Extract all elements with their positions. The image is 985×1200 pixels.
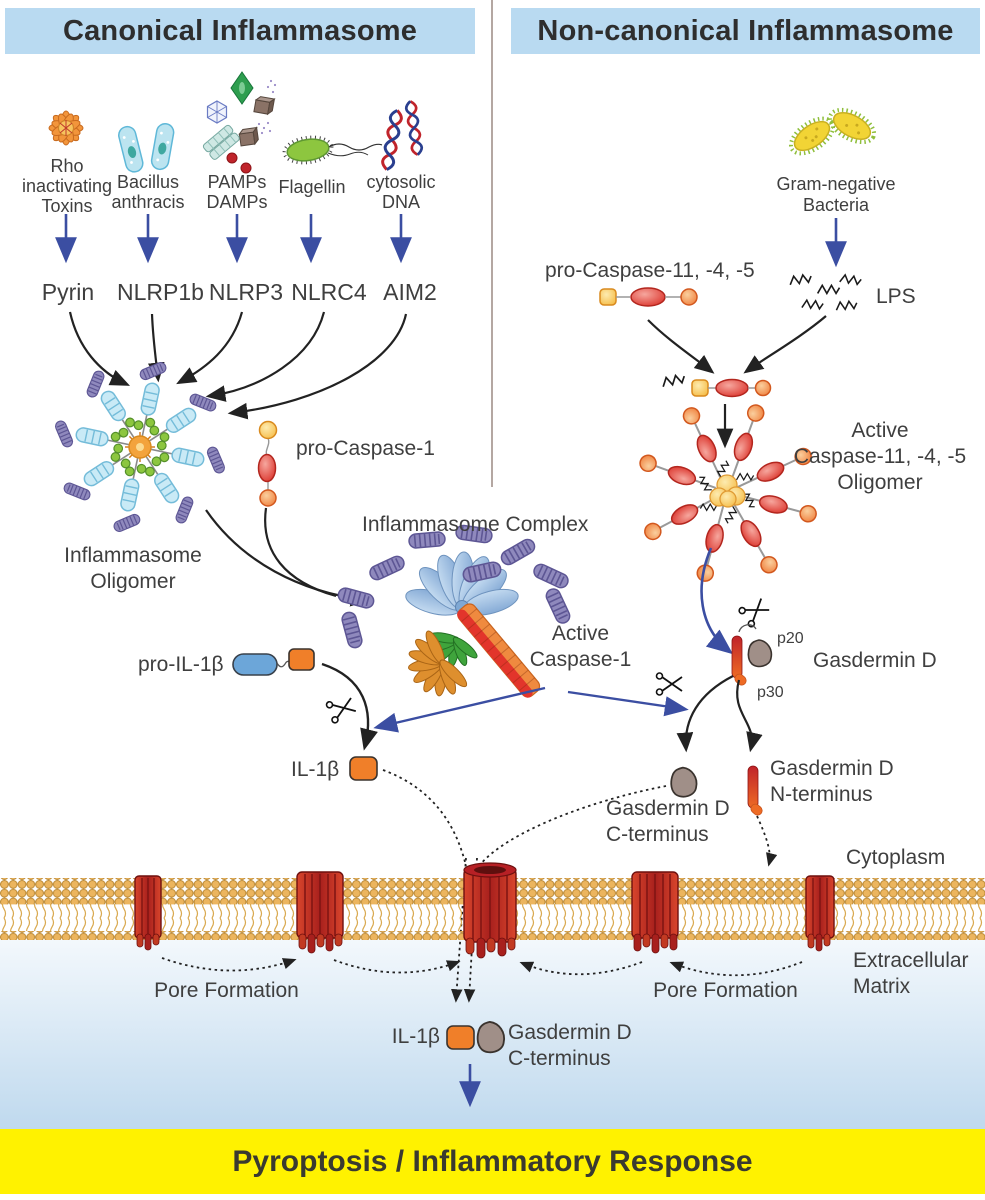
label-inflammasome-oligomer: Inflammasome Oligomer (64, 544, 202, 593)
label-cytoplasm: Cytoplasm (846, 846, 946, 869)
label-active-caspase-1: Active Caspase-1 (529, 622, 632, 671)
header-noncanonical-text: Non-canonical Inflammasome (537, 14, 954, 47)
caspase1-to-il1b-arrow (373, 686, 546, 733)
pro-caspase-1-icon (257, 420, 278, 507)
caspase1-to-gasdermin-arrow (567, 690, 689, 717)
label-gasdermin-c-terminus: Gasdermin D C-terminus (606, 797, 730, 846)
label-nlrp3: NLRP3 (208, 279, 284, 305)
pyroptosis-banner: Pyroptosis / Inflammatory Response (0, 1129, 985, 1194)
sensor-convergence-arrows (68, 311, 408, 420)
label-pro-caspase-11: pro-Caspase-11, -4, -5 (545, 259, 755, 282)
flagellin-icon (282, 135, 383, 165)
il1b-icon (349, 756, 378, 781)
pore-icon (134, 875, 162, 951)
gram-negative-bacteria-icon (788, 107, 877, 156)
gasdermin-d-icon (731, 624, 773, 688)
label-cytosolic-dna: cytosolic DNA (366, 172, 436, 212)
complex-assembly-arrows (205, 507, 371, 607)
active-caspase-1-filament (457, 603, 541, 698)
label-pyrin: Pyrin (41, 279, 95, 305)
header-noncanonical: Non-canonical Inflammasome (511, 8, 980, 54)
label-rho-toxins: Rho inactivating Toxins (21, 156, 113, 216)
inflammasome-oligomer-icon (49, 356, 230, 537)
scissors-icon (655, 672, 683, 696)
lps-caspase-complex-icon (660, 372, 772, 398)
label-extracellular-matrix: Extracellular Matrix (853, 949, 969, 998)
label-pro-caspase-1: pro-Caspase-1 (296, 437, 435, 460)
pore-icon (805, 875, 835, 952)
gasdermin-n-terminus-icon (747, 765, 765, 818)
il1b-cleavage-arrow (321, 662, 378, 751)
header-canonical-text: Canonical Inflammasome (62, 14, 418, 47)
label-released-cterm: Gasdermin D C-terminus (508, 1021, 632, 1070)
lps-binding-arrows (647, 315, 827, 374)
bacillus-anthracis-icon (118, 123, 175, 173)
pyroptosis-banner-text: Pyroptosis / Inflammatory Response (232, 1144, 753, 1178)
label-nlrp1b: NLRP1b (117, 279, 204, 305)
label-pamps-damps: PAMPs DAMPs (206, 172, 268, 212)
caspase11-to-gasdermin-arrow (700, 547, 734, 655)
label-flagellin: Flagellin (278, 177, 346, 197)
released-il1b-icon (446, 1025, 475, 1050)
gasdermin-split-arrows (676, 675, 763, 753)
pamps-damps-icon (202, 71, 277, 174)
gasdermin-c-terminus-icon (670, 766, 698, 798)
label-p30: p30 (757, 684, 784, 701)
label-pro-il1b: pro-IL-1β (138, 653, 224, 676)
scissors-icon (737, 594, 773, 629)
label-inflammasome-complex: Inflammasome Complex (362, 513, 589, 536)
label-pore-formation-left: Pore Formation (154, 979, 299, 1002)
label-il1b: IL-1β (291, 758, 340, 781)
header-canonical: Canonical Inflammasome (5, 8, 475, 54)
active-caspase-11-oligomer-icon (636, 401, 819, 584)
released-cterm-icon (476, 1020, 506, 1054)
label-aim2: AIM2 (383, 279, 437, 305)
pro-caspase-11-icon (599, 287, 698, 307)
scissors-icon (324, 693, 359, 725)
pore-icon (631, 871, 679, 954)
label-gasdermin-n-terminus: Gasdermin D N-terminus (770, 757, 894, 806)
label-gram-negative: Gram-negative Bacteria (776, 174, 896, 215)
pore-formation-arcs (161, 957, 803, 977)
cytosolic-dna-icon (379, 99, 425, 172)
rho-toxin-icon (48, 110, 84, 146)
label-pore-formation-right: Pore Formation (653, 979, 798, 1002)
label-released-il1b: IL-1β (391, 1025, 440, 1048)
label-nlrc4: NLRC4 (291, 279, 367, 305)
lps-icon (788, 273, 863, 311)
secretion-paths (382, 769, 778, 1003)
label-p20: p20 (777, 630, 804, 647)
stimulus-arrows (55, 214, 412, 264)
label-lps: LPS (876, 285, 916, 308)
pore-icon (296, 871, 344, 954)
label-bacillus: Bacillus anthracis (111, 172, 185, 212)
inflammasome-complex-icon (336, 523, 573, 698)
pore-icon-center (463, 862, 517, 959)
pro-il1b-icon (232, 648, 315, 676)
label-active-caspase-11-oligomer: Active Caspase-11, -4, -5 Oligomer (793, 419, 967, 494)
label-gasdermin-d: Gasdermin D (813, 649, 937, 672)
